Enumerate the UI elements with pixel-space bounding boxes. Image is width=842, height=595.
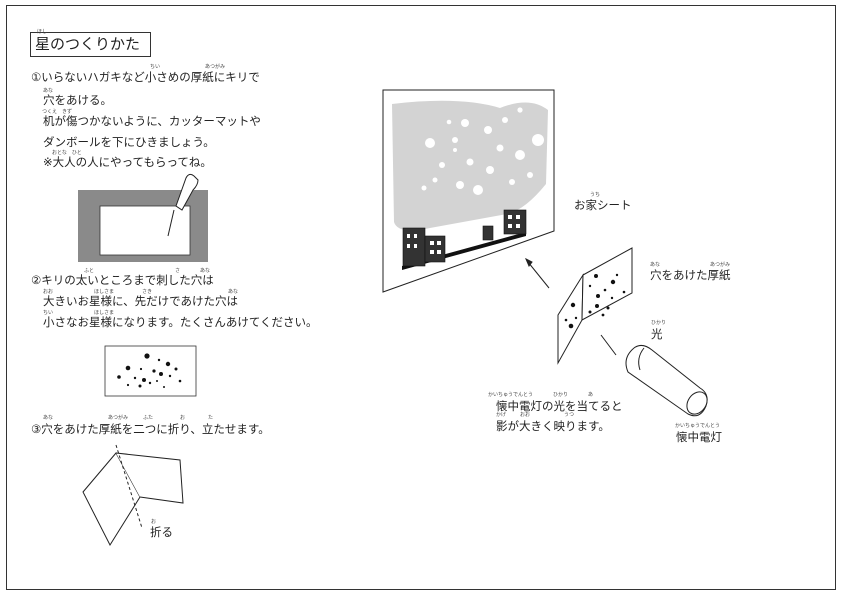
flashlight-icon — [626, 345, 711, 418]
step2-illustration — [105, 346, 196, 396]
card-with-holes — [105, 346, 196, 396]
light-ray — [601, 335, 616, 355]
postcard — [100, 206, 190, 255]
step3-illustration — [83, 445, 183, 545]
arrow-icon — [526, 259, 549, 288]
step1-illustration — [78, 174, 208, 262]
folded-card-illustration — [558, 248, 632, 363]
